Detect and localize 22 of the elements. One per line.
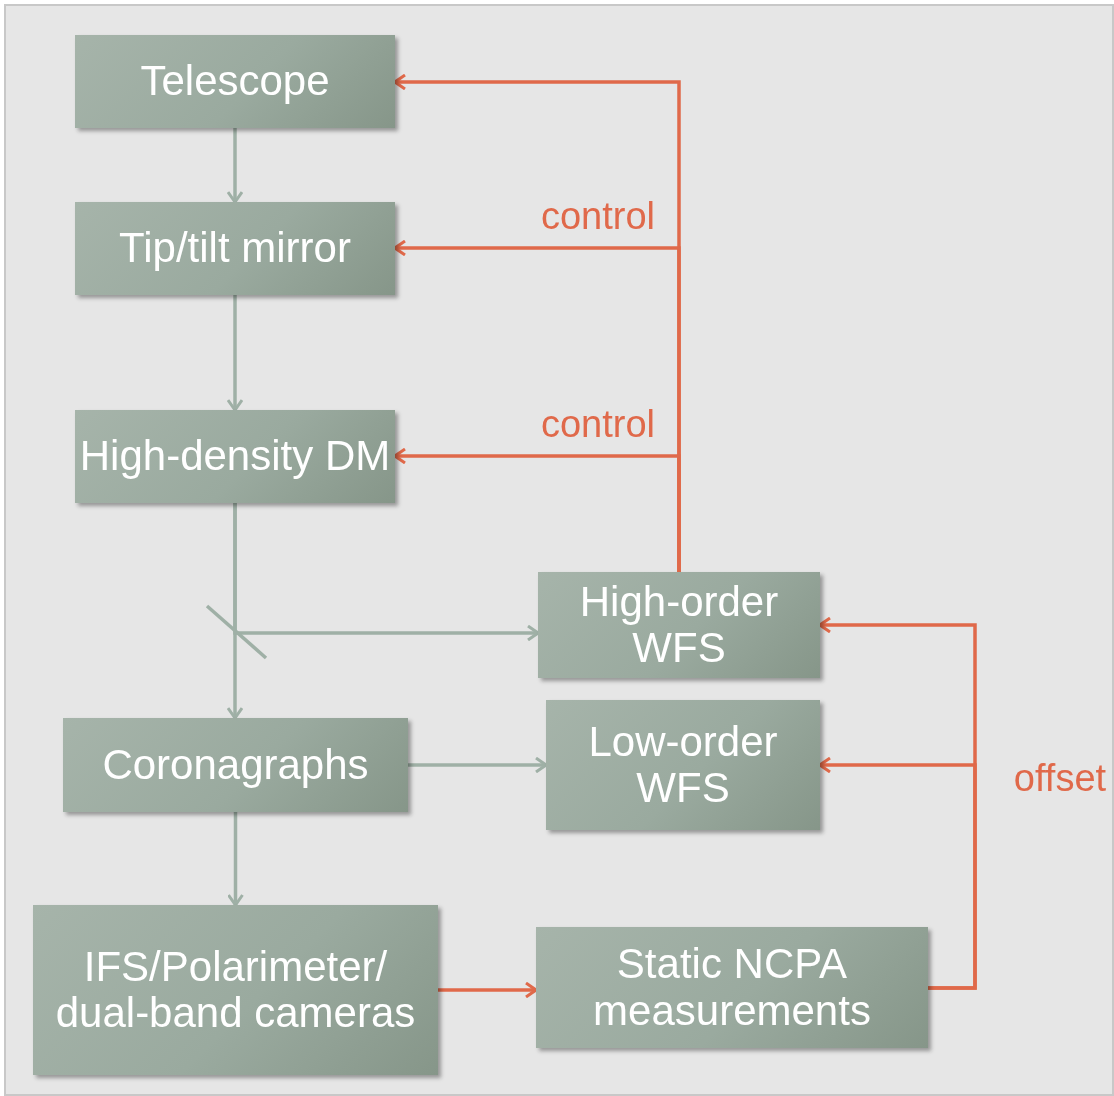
box-label: Coronagraphs [102, 741, 369, 789]
box-label: Telescope [140, 58, 330, 105]
box-label: Static NCPA measurements [592, 941, 872, 1034]
arrow [227, 812, 244, 907]
box-label: High-order WFS [578, 578, 780, 672]
process-box [536, 927, 928, 1048]
process-box [75, 35, 395, 128]
process-box [63, 718, 408, 812]
process-box [546, 700, 820, 830]
arrow [233, 503, 540, 642]
box-label: Low-order WFS [587, 718, 779, 812]
process-box [538, 572, 820, 678]
process-box [75, 202, 395, 295]
arrow [408, 756, 548, 774]
arrow [226, 295, 244, 412]
box-label: High-density DM [79, 433, 391, 480]
arrow [226, 128, 244, 204]
arrow [438, 981, 538, 999]
box-label: IFS/Polarimeter/ dual-band cameras [54, 943, 417, 1037]
process-box [33, 905, 438, 1075]
process-box [75, 410, 395, 503]
box-label: Tip/tilt mirror [119, 225, 351, 272]
